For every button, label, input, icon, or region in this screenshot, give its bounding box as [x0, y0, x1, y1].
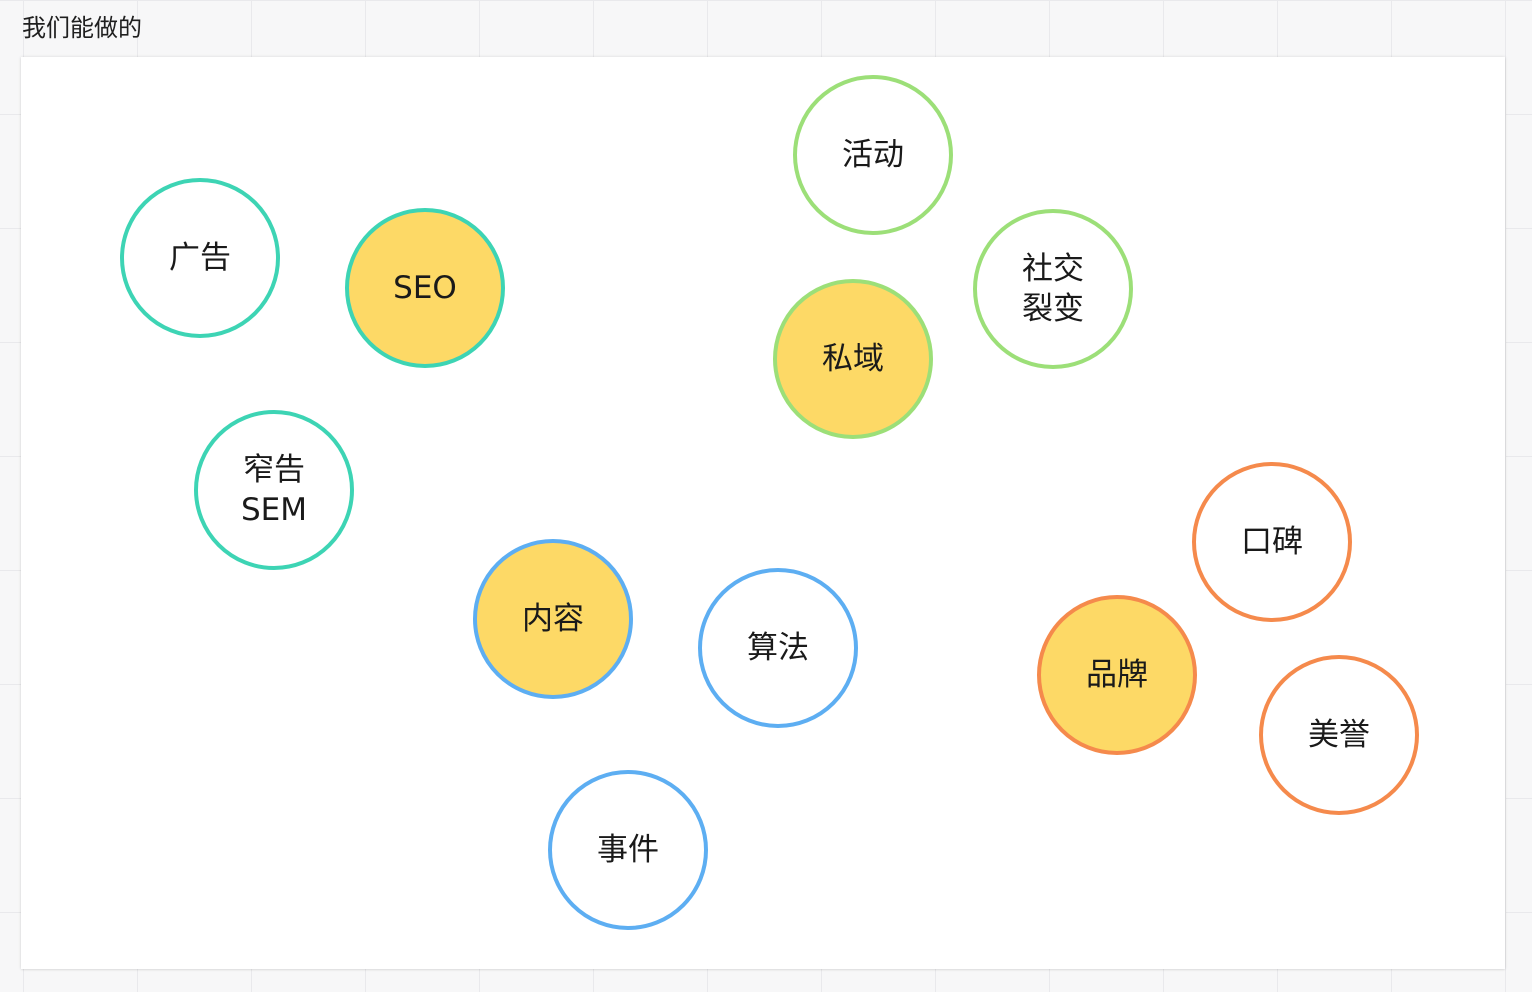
node-label: 活动 [842, 137, 904, 173]
node-label: SEO [393, 270, 457, 306]
node-huodong[interactable]: 活动 [793, 75, 953, 235]
node-label: 算法 [747, 630, 809, 666]
diagram-canvas: 广告 SEO 窄告 SEM 活动 社交 裂变 私域 内容 算法 事件 口碑 品牌… [21, 57, 1505, 969]
node-label: 窄告 SEM [240, 452, 307, 528]
node-label: 品牌 [1086, 657, 1148, 693]
node-neirong[interactable]: 内容 [473, 539, 633, 699]
node-label: 私域 [822, 341, 884, 377]
node-label: 广告 [169, 240, 231, 276]
frame-title: 我们能做的 [22, 14, 142, 42]
node-seo[interactable]: SEO [345, 208, 505, 368]
node-pinpai[interactable]: 品牌 [1037, 595, 1197, 755]
node-label: 口碑 [1241, 524, 1303, 560]
node-label: 社交 裂变 [1022, 251, 1084, 327]
node-label: 事件 [597, 832, 659, 868]
node-shijian[interactable]: 事件 [548, 770, 708, 930]
node-sem[interactable]: 窄告 SEM [194, 410, 354, 570]
node-label: 内容 [522, 601, 584, 637]
node-meiyu[interactable]: 美誉 [1259, 655, 1419, 815]
node-guanggao[interactable]: 广告 [120, 178, 280, 338]
node-shejiao[interactable]: 社交 裂变 [973, 209, 1133, 369]
node-siyu[interactable]: 私域 [773, 279, 933, 439]
node-koubei[interactable]: 口碑 [1192, 462, 1352, 622]
node-label: 美誉 [1308, 717, 1370, 753]
node-suanfa[interactable]: 算法 [698, 568, 858, 728]
